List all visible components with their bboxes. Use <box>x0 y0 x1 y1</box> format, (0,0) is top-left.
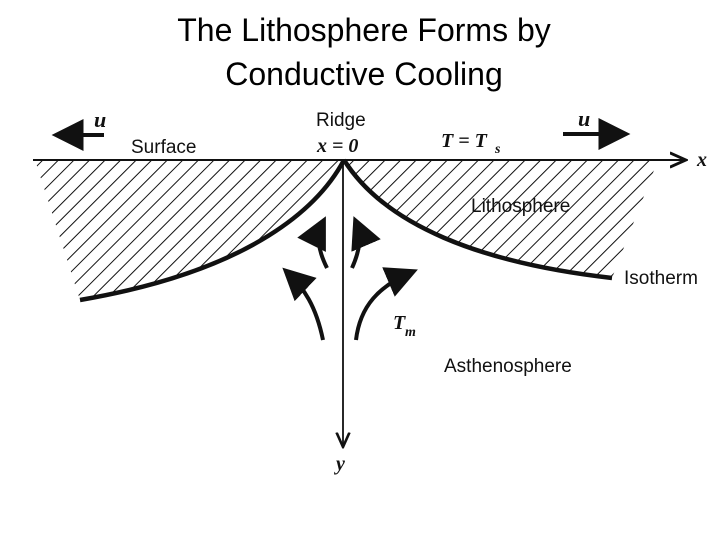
mantle-temperature-subscript: m <box>405 325 416 340</box>
inner-right-flow-arrow <box>352 222 359 268</box>
asthenosphere-label: Asthenosphere <box>444 356 572 377</box>
outer-left-flow-arrow <box>287 272 323 340</box>
surface-temperature-subscript: s <box>494 142 501 157</box>
inner-left-flow-arrow <box>319 222 327 268</box>
y-axis-label: y <box>334 453 345 475</box>
left-velocity-label: u <box>94 107 106 132</box>
ridge-label: Ridge <box>316 110 366 131</box>
surface-temperature-label: T = T <box>441 130 488 152</box>
lithosphere-label: Lithosphere <box>471 196 570 217</box>
surface-label: Surface <box>131 137 196 158</box>
isotherm-label: Isotherm <box>624 268 698 289</box>
right-velocity-label: u <box>578 106 590 131</box>
ridge-position-label: x = 0 <box>316 135 358 157</box>
x-axis-label: x <box>696 149 707 171</box>
